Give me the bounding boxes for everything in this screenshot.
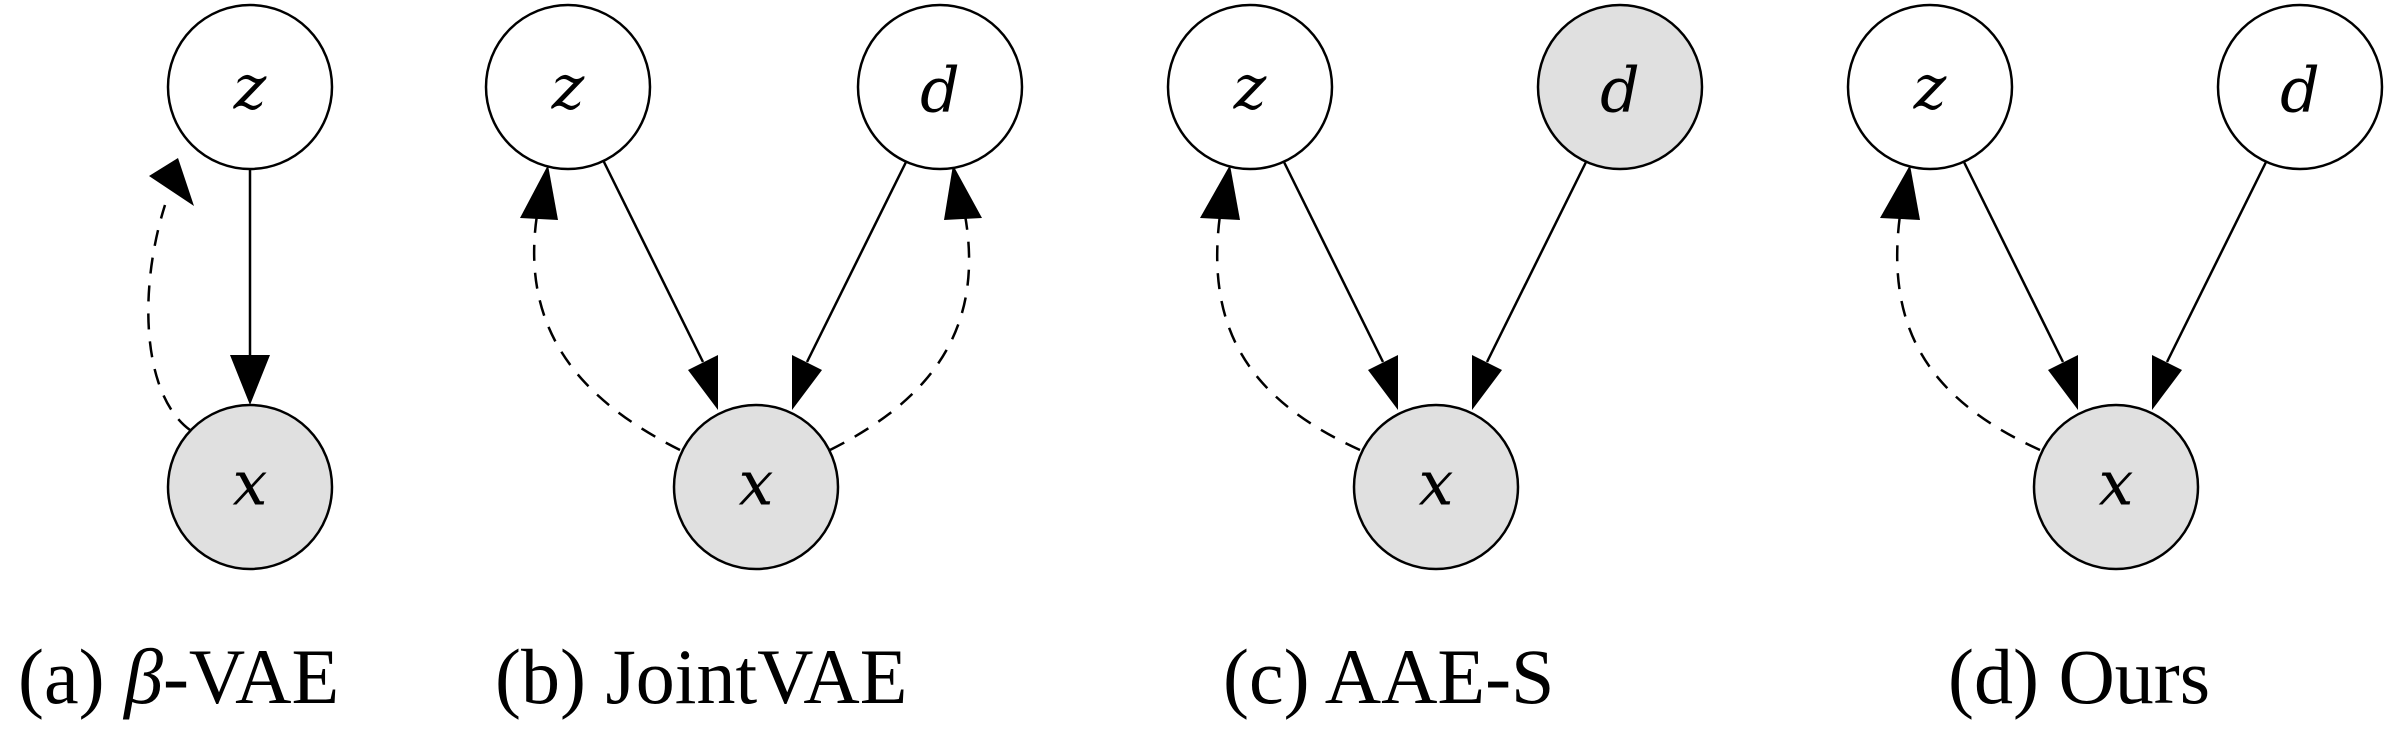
panel-a-edge-x-to-z-dashed: [147, 204, 191, 432]
panel-d-node-x: x: [2032, 403, 2200, 571]
panel-a-node-z-label: z: [233, 51, 267, 124]
panel-b-node-z-circle: [484, 3, 652, 171]
panel-a-node-z-circle: [166, 3, 334, 171]
panel-c-node-z: z: [1166, 3, 1334, 171]
panel-c-node-x: x: [1352, 403, 1520, 571]
panel-a-node-x-circle: [166, 403, 334, 571]
panel-b-edge-x-to-d-dashed: [829, 214, 971, 452]
panel-d-node-x-label: x: [2099, 447, 2134, 520]
panel-c-node-z-circle: [1166, 3, 1334, 171]
panel-c-node-d-circle: [1536, 3, 1704, 171]
panel-c-node-x-label: x: [1419, 447, 1454, 520]
panel-d-caption-prefix: (d) Ours: [1948, 633, 2210, 720]
panel-b-node-d: d: [856, 3, 1024, 171]
panel-b-node-d-label: d: [920, 54, 960, 127]
panel-b-arrowhead-d-dashed: [944, 165, 982, 220]
panel-a: z x (a) β-VAE: [18, 3, 339, 720]
panel-a-node-z: z: [166, 3, 334, 171]
panel-d-arrowhead-x-from-z: [2048, 355, 2078, 410]
panel-d-caption: (d) Ours: [1948, 633, 2210, 720]
panel-c-caption-prefix: (c) AAE-S: [1223, 633, 1554, 720]
panel-a-node-x-label: x: [233, 447, 268, 520]
panel-b-caption: (b) JointVAE: [495, 633, 907, 720]
panel-d: z d x (d) Ours: [1846, 3, 2384, 720]
panel-d-node-z-label: z: [1913, 51, 1947, 124]
panel-b-node-z: z: [484, 3, 652, 171]
panel-b-edge-d-to-x-solid: [805, 159, 909, 363]
panel-b-arrowhead-x-from-z: [688, 355, 718, 410]
panel-c-caption: (c) AAE-S: [1223, 633, 1554, 720]
panel-c-node-d-label: d: [1600, 54, 1640, 127]
panel-d-arrowhead-z-dashed: [1880, 165, 1920, 220]
panel-a-caption-suffix: -VAE: [163, 633, 339, 720]
panel-a-node-x: x: [166, 403, 334, 571]
panel-c-edge-x-to-z-dashed: [1215, 214, 1361, 452]
panel-b: z d x (b) JointVAE: [484, 3, 1024, 720]
panel-d-node-z: z: [1846, 3, 2014, 171]
panel-b-node-x-label: x: [739, 447, 774, 520]
panel-d-node-d-circle: [2216, 3, 2384, 171]
panel-a-arrowhead-x-solid: [230, 355, 270, 405]
panel-c: z d x (c) AAE-S: [1166, 3, 1704, 720]
panel-c-arrowhead-x-from-z: [1368, 355, 1398, 410]
panel-b-caption-prefix: (b) JointVAE: [495, 633, 907, 720]
panel-b-node-d-circle: [856, 3, 1024, 171]
panel-b-node-x: x: [672, 403, 840, 571]
panel-b-edge-x-to-z-dashed: [532, 214, 681, 452]
panel-a-caption-prefix: (a): [18, 633, 124, 720]
panel-d-node-d: d: [2216, 3, 2384, 171]
panel-b-node-x-circle: [672, 403, 840, 571]
panel-d-node-x-circle: [2032, 403, 2200, 571]
panel-c-edge-z-to-x-solid: [1281, 159, 1385, 363]
panel-a-caption-greek: β: [122, 633, 163, 720]
panel-d-edge-x-to-z-dashed: [1895, 214, 2041, 452]
panel-c-node-x-circle: [1352, 403, 1520, 571]
panel-c-node-d: d: [1536, 3, 1704, 171]
panel-c-arrowhead-x-from-d: [1472, 355, 1502, 410]
panel-d-edge-d-to-x-solid: [2165, 159, 2269, 363]
panel-a-arrowhead-z-dashed: [149, 158, 194, 206]
panel-a-caption: (a) β-VAE: [18, 633, 339, 720]
panel-c-arrowhead-z-dashed: [1200, 165, 1240, 220]
panel-c-edge-d-to-x-solid: [1485, 159, 1589, 363]
panel-b-edge-z-to-x-solid: [601, 159, 705, 363]
panel-b-arrowhead-x-from-d: [792, 355, 822, 410]
panel-b-node-z-label: z: [551, 51, 585, 124]
panel-d-edge-z-to-x-solid: [1961, 159, 2065, 363]
panel-d-node-z-circle: [1846, 3, 2014, 171]
panel-c-node-z-label: z: [1233, 51, 1267, 124]
panel-b-arrowhead-z-dashed: [520, 165, 558, 220]
panel-d-arrowhead-x-from-d: [2152, 355, 2182, 410]
panel-d-node-d-label: d: [2280, 54, 2320, 127]
